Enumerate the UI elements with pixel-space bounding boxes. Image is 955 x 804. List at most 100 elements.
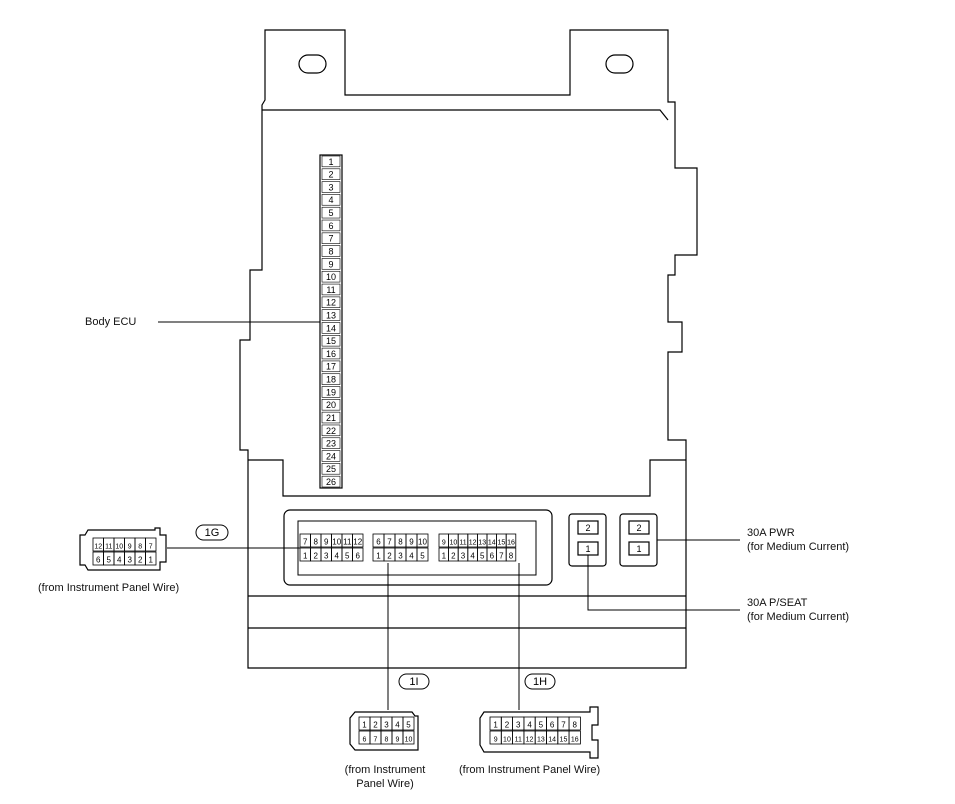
ecu-1i-pin-label: 5 (420, 552, 425, 561)
ecu-1g-pin-label: 11 (343, 538, 352, 547)
ecu-pin-cell (321, 424, 341, 437)
ecu-pin-label: 4 (328, 195, 333, 205)
plug-1h-pin-label: 12 (526, 737, 534, 744)
ecu-pin-cell (321, 232, 341, 244)
callout-1h: 1H (533, 676, 547, 688)
ecu-1i-pin-label: 2 (387, 552, 392, 561)
ecu-1h-pin-label: 8 (509, 552, 514, 561)
ecu-pin-cell (321, 155, 341, 168)
plug-1g-outline (79, 527, 167, 571)
plug-1g-source: (from Instrument Panel Wire) (38, 582, 180, 594)
ecu-1h-pin-label: 9 (442, 540, 446, 547)
plug-1i-pin-label: 3 (384, 721, 389, 730)
plug-1h-outline (479, 706, 599, 759)
ecu-1h-pin-cell (505, 547, 517, 562)
plug-1g-pin-label: 3 (128, 556, 133, 565)
ecu-1h-pin-label: 1 (442, 552, 447, 561)
plug-1h-source: (from Instrument Panel Wire) (459, 764, 601, 776)
fuse-p-seat-note: (for Medium Current) (747, 611, 850, 623)
plug-1i-pin-label: 1 (362, 721, 367, 730)
plug-1g-pin-label: 7 (149, 544, 153, 551)
ecu-pin-label: 22 (326, 426, 336, 436)
plug-1g-pin-label: 10 (115, 544, 123, 551)
ecu-1g-pin-label: 2 (314, 552, 319, 561)
ecu-1g-pin-label: 12 (353, 538, 362, 547)
mount-hole-right (605, 54, 634, 74)
plug-1h-pin-cell (568, 716, 581, 731)
plug-1g-pin-label: 1 (149, 556, 154, 565)
ecu-1g-pin-label: 9 (324, 538, 329, 547)
ecu-1i-pin-label: 9 (409, 538, 414, 547)
ecu-pin-label: 5 (328, 208, 333, 218)
ecu-pin-cell (321, 335, 341, 347)
ecu-1h-pin-label: 6 (490, 552, 495, 561)
ecu-1i-pin-cell (416, 547, 429, 562)
plug-1h-pin-label: 7 (561, 721, 566, 730)
plug-1i-pin-label: 8 (385, 737, 389, 744)
mount-hole-left (298, 54, 327, 74)
ecu-pin-label: 12 (326, 298, 336, 308)
ecu-1h-pin-label: 7 (499, 552, 504, 561)
ecu-pin-cell (321, 322, 341, 334)
ecu-pin-cell (321, 296, 341, 308)
ecu-1i-pin-label: 8 (398, 538, 403, 547)
callout-1i: 1I (409, 676, 418, 688)
ecu-pin-cell (321, 411, 341, 424)
plug-1g-pin-label: 12 (94, 544, 102, 551)
ecu-pin-label: 21 (326, 413, 336, 423)
ecu-pin-cell (321, 360, 341, 373)
body-ecu-label: Body ECU (85, 316, 137, 328)
plug-1h-pin-label: 6 (550, 721, 555, 730)
ecu-1h-pin-label: 10 (450, 540, 458, 547)
leader-p-seat (587, 555, 740, 611)
ecu-pin-label: 8 (328, 246, 333, 256)
fuse-p-seat-pin-bottom: 1 (585, 544, 590, 554)
ecu-pin-label: 6 (328, 221, 333, 231)
ecu-pin-label: 13 (326, 311, 336, 321)
ecu-1i-pin-label: 6 (376, 538, 381, 547)
ecu-pin-cell (321, 463, 341, 475)
ecu-pin-cell (321, 347, 341, 360)
plug-1h-pin-label: 8 (573, 721, 578, 730)
plug-1h-pin-label: 10 (503, 737, 511, 744)
plug-1h-pin-label: 2 (505, 721, 510, 730)
ecu-1g-pin-label: 8 (314, 538, 319, 547)
ecu-pin-cell (321, 309, 341, 321)
lower-panel (248, 459, 686, 497)
fuse-pwr-note: (for Medium Current) (747, 541, 850, 553)
ecu-1i-pin-label: 10 (418, 538, 427, 547)
plug-1h-pin-label: 9 (494, 737, 498, 744)
callout-1g-border (195, 524, 229, 541)
plug-1h-pin-label: 15 (560, 737, 568, 744)
plug-1g-pin-cell (145, 551, 157, 566)
ecu-1g-pin-label: 7 (303, 538, 308, 547)
plug-1h-pin-label: 13 (537, 737, 545, 744)
plug-1i-pin-label: 9 (396, 737, 400, 744)
plug-1i-pin-cell (402, 730, 415, 745)
ecu-1h-pin-label: 13 (478, 540, 486, 547)
ecu-1i-pin-label: 4 (409, 552, 414, 561)
ecu-pin-cell (321, 437, 341, 449)
plug-1i-pin-label: 6 (363, 737, 367, 744)
ecu-1h-pin-cell (505, 533, 517, 548)
plug-1h-pin-label: 1 (493, 721, 498, 730)
ecu-1h-pin-label: 11 (459, 540, 466, 547)
plug-1g-pin-label: 2 (138, 556, 143, 565)
plug-1g-pin-label: 9 (128, 544, 132, 551)
plug-1h-pin-label: 16 (571, 737, 579, 744)
plug-1g-pin-label: 8 (138, 544, 142, 551)
plug-1i-pin-label: 5 (406, 721, 411, 730)
ecu-1i-pin-label: 7 (387, 538, 392, 547)
fuse-p-seat-name: 30A P/SEAT (747, 597, 808, 609)
plug-1i-pin-label: 2 (373, 721, 378, 730)
fuse-pwr-name: 30A PWR (747, 527, 795, 539)
ecu-pin-cell (321, 219, 341, 232)
ecu-pin-label: 7 (328, 234, 333, 244)
ecu-pin-label: 26 (326, 477, 336, 487)
ecu-1h-pin-label: 4 (470, 552, 475, 561)
ecu-1h-pin-label: 2 (451, 552, 456, 561)
ecu-pin-cell (321, 245, 341, 257)
